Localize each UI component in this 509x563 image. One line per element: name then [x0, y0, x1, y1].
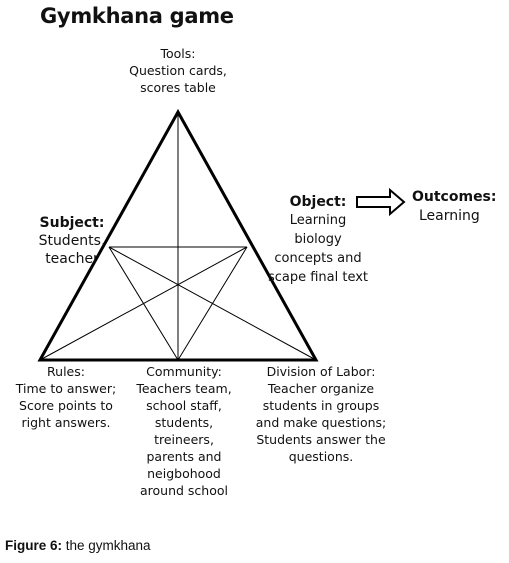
node-outcomes: Outcomes: Learning [412, 188, 506, 226]
rules-line: Score points to [19, 398, 113, 413]
outcome-arrow [356, 187, 406, 217]
division-line: questions. [288, 449, 354, 464]
outcomes-heading: Outcomes: [412, 189, 497, 205]
node-object: Object: Learning biology concepts and sc… [260, 193, 376, 287]
community-line: treineers, [154, 432, 214, 447]
object-line: Learning [289, 213, 347, 228]
division-line: students in groups [262, 398, 380, 413]
node-division-of-labor: Division of Labor: Teacher organize stud… [248, 363, 394, 465]
outcomes-line: Learning [419, 208, 480, 224]
node-community: Community: Teachers team, school staff, … [126, 363, 242, 499]
tools-heading: Tools: [160, 46, 196, 61]
object-to-rules-line [39, 246, 248, 361]
object-line: concepts and [274, 251, 362, 266]
division-line: Teacher organize [267, 381, 375, 396]
node-tools: Tools: Question cards, scores table [118, 45, 238, 96]
subject-to-division-line [108, 246, 317, 361]
rules-line: right answers. [21, 415, 111, 430]
division-line: Students answer the [256, 432, 386, 447]
caption-label: Figure 6: [5, 538, 63, 553]
object-line: biology [294, 232, 342, 247]
subject-line: teacher [45, 251, 99, 267]
community-line: parents and [146, 449, 222, 464]
rules-line: Time to answer; [15, 381, 117, 396]
subject-heading: Subject: [39, 215, 105, 231]
object-heading: Object: [289, 194, 347, 210]
community-heading: Community: [146, 364, 222, 379]
figure-caption: Figure 6: the gymkhana [5, 538, 151, 553]
community-line: students, [154, 415, 214, 430]
community-line: Teachers team, [136, 381, 232, 396]
tools-line: scores table [140, 80, 216, 95]
caption-text: the gymkhana [62, 538, 151, 553]
subject-line: Students, [38, 233, 106, 249]
diagram-title: Gymkhana game [40, 4, 234, 28]
node-subject: Subject: Students, teacher [32, 214, 112, 268]
rules-heading: Rules: [47, 364, 85, 379]
tools-line: Question cards, [129, 63, 227, 78]
division-line: and make questions; [255, 415, 387, 430]
division-heading: Division of Labor: [266, 364, 376, 379]
object-line: scape final text [267, 270, 369, 285]
community-line: neigbohood [147, 466, 221, 481]
community-line: school staff, [146, 398, 222, 413]
community-line: around school [139, 483, 228, 498]
node-rules: Rules: Time to answer; Score points to r… [8, 363, 124, 431]
